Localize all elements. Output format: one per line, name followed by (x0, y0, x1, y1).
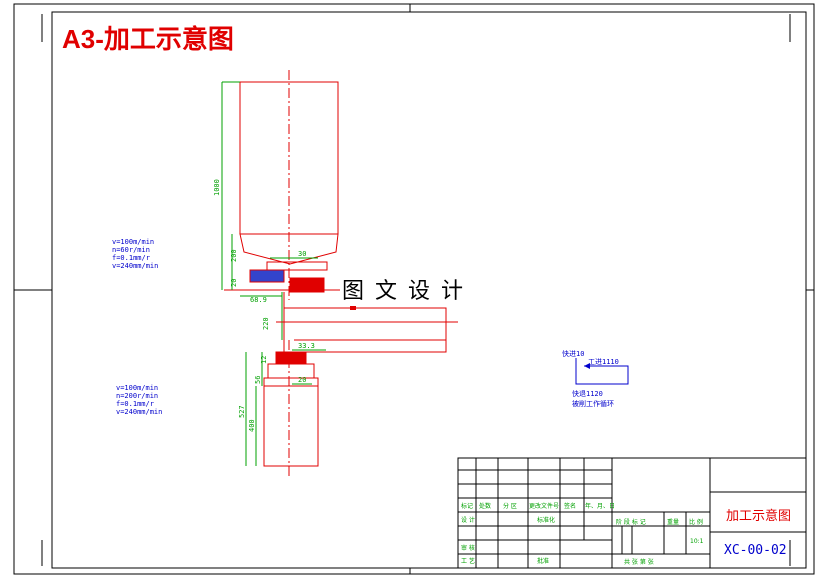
tb-standard-label: 标准化 (537, 516, 555, 524)
upper-assembly: 1000 200 30 20 68.9 220 v=100m/min n=60r… (112, 70, 340, 340)
upper-param-1: v=100m/min (112, 238, 154, 246)
dim-lower-offset: 20 (298, 376, 306, 384)
path-label-1: 快进10 (562, 349, 584, 358)
tb-sheet-info: 共 张 第 张 (624, 558, 654, 566)
tool-path-diagram: 快进10 工进1110 快退1120 被削工作循环 (562, 349, 629, 408)
lower-spindle-nose (267, 363, 315, 379)
tb-header-5: 签名 (564, 502, 576, 510)
tb-header-6: 年、月、日 (585, 502, 615, 510)
workpiece-outline (283, 292, 447, 353)
sheet-title: A3-加工示意图 (62, 24, 234, 54)
dim-lower-total: 527 (238, 405, 246, 418)
tb-header-3: 分 区 (503, 502, 517, 510)
dim-upper-lower: 200 (230, 249, 238, 262)
lower-param-3: f=0.1mm/r (116, 400, 154, 408)
dim-upper-total: 1000 (213, 179, 221, 196)
dim-lower-h2: 56 (254, 376, 262, 384)
title-block-frame (457, 457, 807, 569)
lower-cutter-teeth (275, 351, 307, 365)
workpiece-mark (350, 306, 356, 310)
path-label-4: 被削工作循环 (572, 399, 614, 408)
tb-header-4: 更改文件号 (529, 502, 559, 510)
workpiece (276, 292, 458, 353)
upper-param-4: v=240mm/min (112, 262, 158, 270)
tb-header-1: 标记 (461, 502, 473, 510)
tb-scale-label: 比 例 (689, 518, 703, 526)
upper-cutter-plate (266, 261, 328, 271)
tb-drawing-code: XC-00-02 (724, 543, 787, 558)
dim-gap: 220 (262, 317, 270, 330)
outer-border (13, 3, 815, 575)
tb-approve-label: 批准 (537, 557, 549, 565)
dim-lower-h1: 12 (260, 356, 268, 364)
dim-upper-width: 30 (298, 250, 306, 258)
dim-lower-body: 400 (248, 419, 256, 432)
dim-feed: 68.9 (250, 296, 267, 304)
upper-param-3: f=0.1mm/r (112, 254, 150, 262)
lower-param-4: v=240mm/min (116, 408, 162, 416)
tb-weight-label: 重量 (667, 518, 679, 526)
title-block-text: 标记 处数 分 区 更改文件号 签名 年、月、日 设 计 标准化 阶 段 标 记… (461, 502, 791, 566)
tb-stage-label: 阶 段 标 记 (616, 518, 646, 526)
tool-path-arrow (584, 363, 590, 369)
lower-flange (263, 377, 319, 387)
tb-drawing-name: 加工示意图 (726, 508, 791, 524)
upper-cutter-teeth (289, 277, 325, 293)
lower-spindle-body (263, 385, 319, 467)
path-label-2: 工进1110 (588, 358, 619, 366)
lower-param-2: n=200r/min (116, 392, 158, 400)
lower-param-1: v=100m/min (116, 384, 158, 392)
upper-spindle-body (239, 81, 339, 235)
title-block (457, 457, 807, 569)
tb-header-2: 处数 (479, 502, 491, 510)
watermark-text: 图 文 设 计 (342, 279, 465, 304)
lower-assembly: 33.3 12 56 20 527 400 v=100m/min n=200r/… (116, 340, 326, 476)
tb-scale-value: 10:1 (690, 538, 704, 545)
tb-process-label: 工 艺 (461, 557, 475, 565)
upper-param-2: n=60r/min (112, 246, 150, 254)
dim-upper-offset: 20 (230, 279, 238, 287)
tb-review-label: 审 核 (461, 544, 475, 552)
dim-lower-width: 33.3 (298, 342, 315, 350)
path-label-3: 快退1120 (572, 389, 603, 398)
upper-workpiece-hatch (249, 269, 285, 283)
tb-design-label: 设 计 (461, 516, 475, 524)
tool-path-line (575, 358, 629, 385)
